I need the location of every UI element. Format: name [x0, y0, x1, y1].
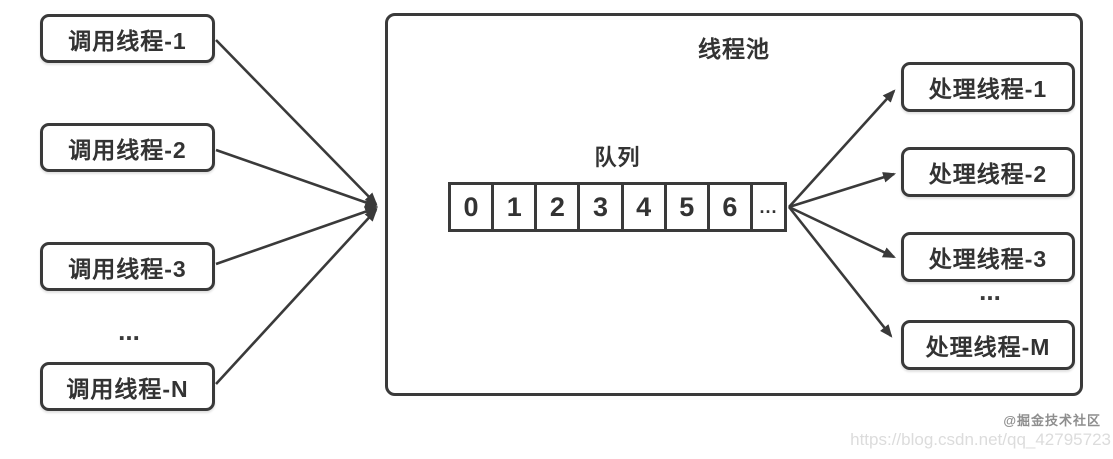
- worker-thread-3-box: 处理线程-3: [901, 232, 1075, 282]
- arrow-caller-2-to-pool: [215, 148, 379, 208]
- community-watermark: @掘金技术社区: [1003, 413, 1101, 428]
- thread-pool-box: [385, 13, 1083, 396]
- arrow-queue-to-worker-m: [787, 206, 893, 338]
- worker-thread-m-box: 处理线程-M: [901, 320, 1075, 370]
- queue-cell-2: 2: [534, 185, 577, 229]
- arrow-queue-to-worker-2: [788, 172, 897, 209]
- caller-thread-1-box: 调用线程-1: [40, 14, 215, 63]
- caller-thread-3-box: 调用线程-3: [40, 242, 215, 291]
- blog-url-watermark: https://blog.csdn.net/qq_42795723: [850, 430, 1111, 449]
- caller-thread-n-box: 调用线程-N: [40, 362, 215, 411]
- queue-cell-5: 5: [663, 185, 707, 229]
- queue-cell-1: 1: [491, 185, 534, 229]
- queue-cell-0: 0: [463, 191, 479, 222]
- caller-thread-2-box: 调用线程-2: [40, 123, 215, 172]
- arrow-queue-to-worker-1: [788, 89, 896, 208]
- arrow-caller-n-to-pool: [215, 208, 378, 385]
- queue-cell-6: 6: [706, 185, 750, 229]
- callers-ellipsis: ...: [118, 316, 140, 346]
- task-queue: 0 1 2 3 4 5 6 ...: [448, 182, 787, 232]
- queue-cell-3: 3: [577, 185, 620, 229]
- queue-label: 队列: [594, 145, 641, 170]
- arrow-queue-to-worker-3: [788, 205, 896, 259]
- worker-thread-2-box: 处理线程-2: [901, 147, 1075, 197]
- arrow-caller-1-to-pool: [215, 39, 378, 206]
- queue-cell-ellipsis: ...: [749, 185, 784, 229]
- queue-cell-4: 4: [620, 185, 664, 229]
- arrow-caller-3-to-pool: [215, 206, 379, 266]
- worker-thread-1-box: 处理线程-1: [901, 62, 1075, 112]
- workers-ellipsis: ...: [979, 276, 1001, 306]
- thread-pool-title: 线程池: [698, 36, 770, 62]
